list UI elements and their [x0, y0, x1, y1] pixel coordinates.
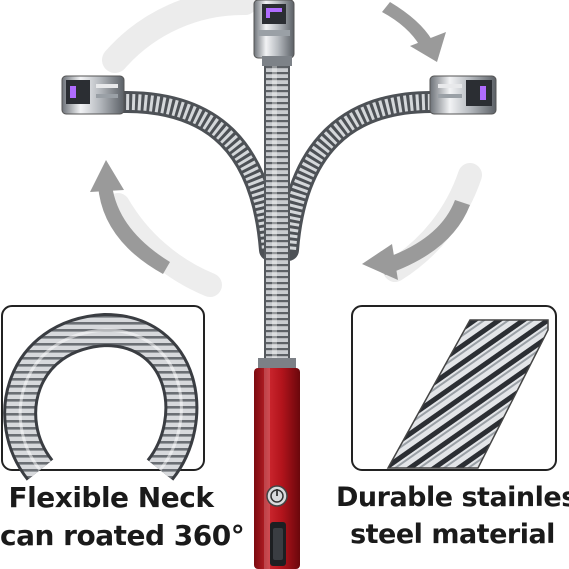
lighter-tip-right — [429, 75, 497, 115]
power-button-icon — [266, 485, 288, 507]
caption-flexible-neck: Flexible Neck can roated 360° — [0, 481, 245, 560]
arc-bottom-left — [106, 193, 222, 297]
inset-coiled-neck — [1, 305, 205, 481]
lighter-tip-left — [61, 75, 125, 115]
caption-right-line2: steel material — [350, 519, 555, 550]
caption-left-line2: can roated 360° — [0, 519, 245, 552]
caption-right-line1: Durable stainless — [336, 482, 569, 513]
flexible-neck-center — [264, 62, 290, 362]
arc-top-left — [102, 0, 258, 73]
usb-port-icon — [270, 522, 286, 566]
inset-steel-closeup — [351, 305, 557, 471]
lighter-tip-top — [253, 0, 295, 66]
caption-stainless-steel: Durable stainless steel material — [336, 484, 569, 558]
flexible-neck-right — [277, 90, 448, 261]
lighter-handle — [254, 358, 300, 569]
curved-arrow-icon — [90, 2, 470, 280]
caption-left-line1: Flexible Neck — [8, 481, 214, 514]
